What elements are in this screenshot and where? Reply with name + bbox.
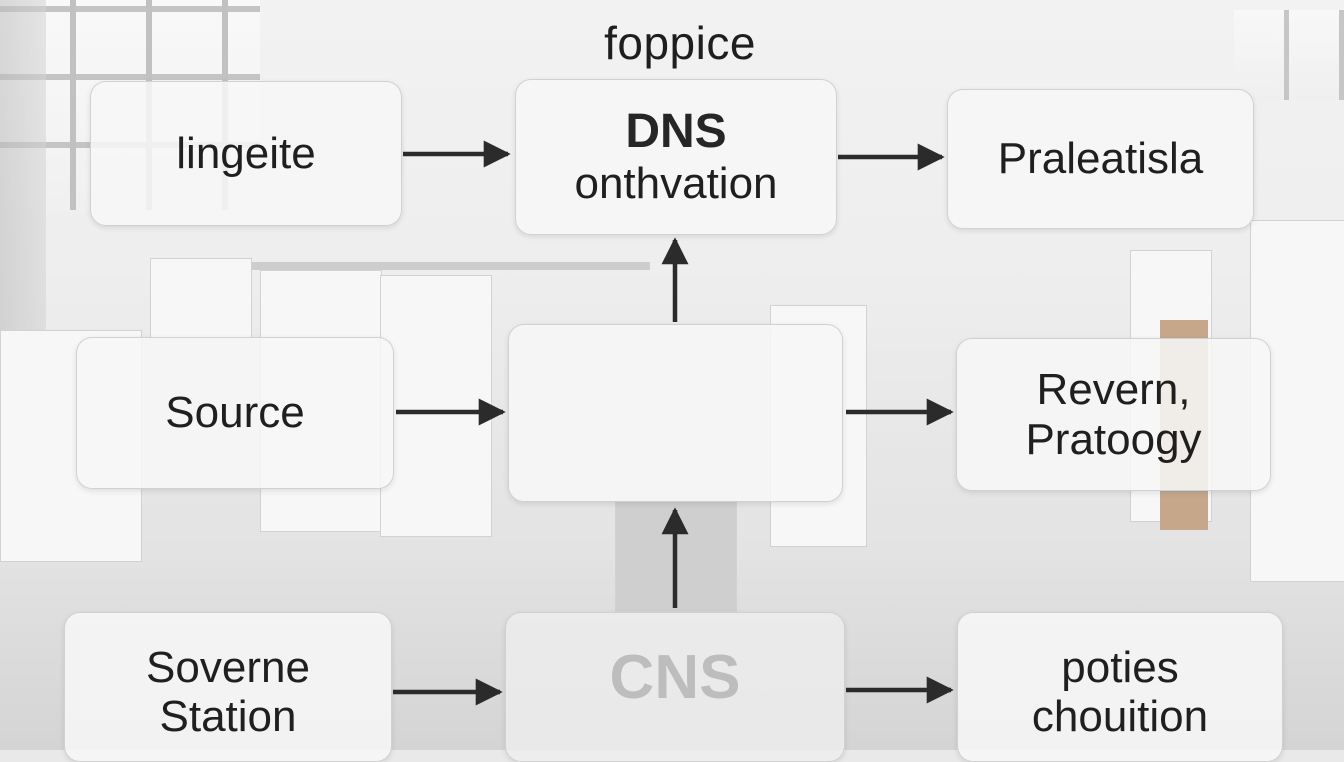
node-dns-onthvation: DNS onthvation bbox=[515, 79, 837, 235]
node-revern-pratoogy: Revern, Pratoogy bbox=[956, 338, 1271, 491]
node-label: Praleatisla bbox=[997, 134, 1204, 184]
node-label: Source bbox=[165, 388, 305, 438]
background-cabinet bbox=[380, 275, 492, 537]
node-label: lingeite bbox=[176, 128, 316, 178]
node-lingeite: lingeite bbox=[90, 81, 402, 226]
background-cabinet bbox=[150, 258, 252, 340]
node-poties-chouition: poties chouition bbox=[957, 612, 1283, 762]
node-label-faded: CNS bbox=[609, 643, 741, 712]
background-window-right bbox=[1234, 10, 1344, 100]
node-label: chouition bbox=[1031, 692, 1209, 742]
node-label: Pratoogy bbox=[1025, 414, 1202, 464]
node-label: Revern, bbox=[1036, 365, 1191, 415]
node-label-strong: DNS bbox=[625, 105, 727, 159]
node-source: Source bbox=[76, 337, 394, 489]
node-center-blank bbox=[508, 324, 843, 502]
diagram-title: foppice bbox=[604, 17, 756, 69]
node-label: poties bbox=[1061, 643, 1179, 692]
node-label: Soverne bbox=[146, 643, 310, 692]
node-label: Station bbox=[159, 692, 297, 742]
node-cns: CNS bbox=[505, 612, 845, 762]
node-label: onthvation bbox=[574, 159, 778, 209]
node-praleatisla: Praleatisla bbox=[947, 89, 1254, 229]
background-shelf bbox=[250, 262, 650, 270]
node-soverne-station: Soverne Station bbox=[64, 612, 392, 762]
